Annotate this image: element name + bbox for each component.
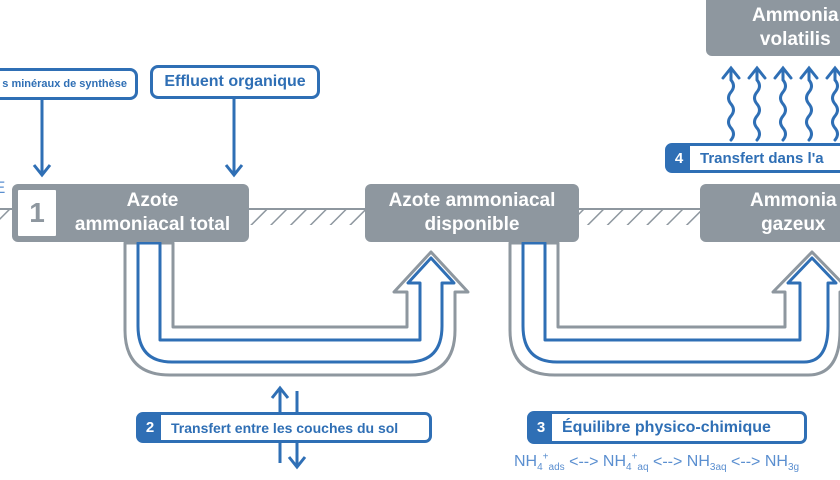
pool-total-line2: ammoniacal total <box>74 214 231 235</box>
step-2-label: 2 Transfert entre les couches du sol <box>136 412 432 443</box>
step-4-text: Transfert dans l'a <box>700 149 824 167</box>
step-3-text: Équilibre physico-chimique <box>562 418 771 436</box>
mineral-fertiliser-label: s minéraux de synthèse <box>0 68 138 100</box>
pool-available-text: Azote ammoniacal disponible <box>389 189 556 237</box>
formula-nh3-aq: NH3aq <box>686 453 727 474</box>
mineral-fertiliser-text: s minéraux de synthèse <box>2 78 127 90</box>
input-arrow-mineral <box>32 97 52 178</box>
pool-total-number-badge: 1 <box>15 187 59 239</box>
formula-sep-3: <--> <box>731 453 761 471</box>
input-arrow-organic <box>224 98 244 178</box>
formula-nh3-g: NH3g <box>764 453 800 474</box>
pool-gaseous-line2: gazeux <box>761 214 826 235</box>
pool-total-text: Azote ammoniacal total <box>75 189 230 237</box>
pool-total-line1: Azote <box>126 190 179 211</box>
volatilisation-arrows <box>721 65 840 142</box>
transfer-arrow-1 <box>123 241 470 377</box>
pool-total-number: 1 <box>29 197 45 228</box>
pool-volatilised-ammonia: Ammonia volatilis <box>706 0 840 56</box>
transfer-arrow-2 <box>508 241 840 377</box>
organic-effluent-text: Effluent organique <box>164 73 306 90</box>
pool-available-line2: disponible <box>424 214 520 235</box>
formula-nh4-aq: NH4+aq <box>602 452 649 474</box>
left-edge-mark: E <box>0 178 5 198</box>
pool-gaseous-line1: Ammonia <box>750 190 837 211</box>
formula-nh4-ads: NH4+ads <box>514 452 565 474</box>
pool-volatilised-line2: volatilis <box>759 29 831 50</box>
step-3-label: 3 Équilibre physico-chimique <box>527 411 807 444</box>
pool-volatilised-text: Ammonia volatilis <box>752 4 839 52</box>
equilibrium-formula: NH4+ads <--> NH4+aq <--> NH3aq <--> NH3g <box>514 452 799 474</box>
step-2-text: Transfert entre les couches du sol <box>171 419 399 436</box>
step-2-number: 2 <box>139 415 161 440</box>
step-3-number: 3 <box>530 414 552 441</box>
pool-volatilised-line1: Ammonia <box>752 5 839 26</box>
pool-gaseous-ammonia: Ammonia gazeux <box>700 184 840 242</box>
pool-gaseous-text: Ammonia gazeux <box>750 189 837 237</box>
formula-sep-1: <--> <box>569 453 599 471</box>
step-4-number: 4 <box>668 146 690 170</box>
pool-available-ammoniacal: Azote ammoniacal disponible <box>365 184 579 242</box>
pool-available-line1: Azote ammoniacal <box>388 190 556 211</box>
organic-effluent-label: Effluent organique <box>150 65 320 99</box>
formula-sep-2: <--> <box>652 453 683 471</box>
step-4-label: 4 Transfert dans l'a <box>665 143 840 173</box>
